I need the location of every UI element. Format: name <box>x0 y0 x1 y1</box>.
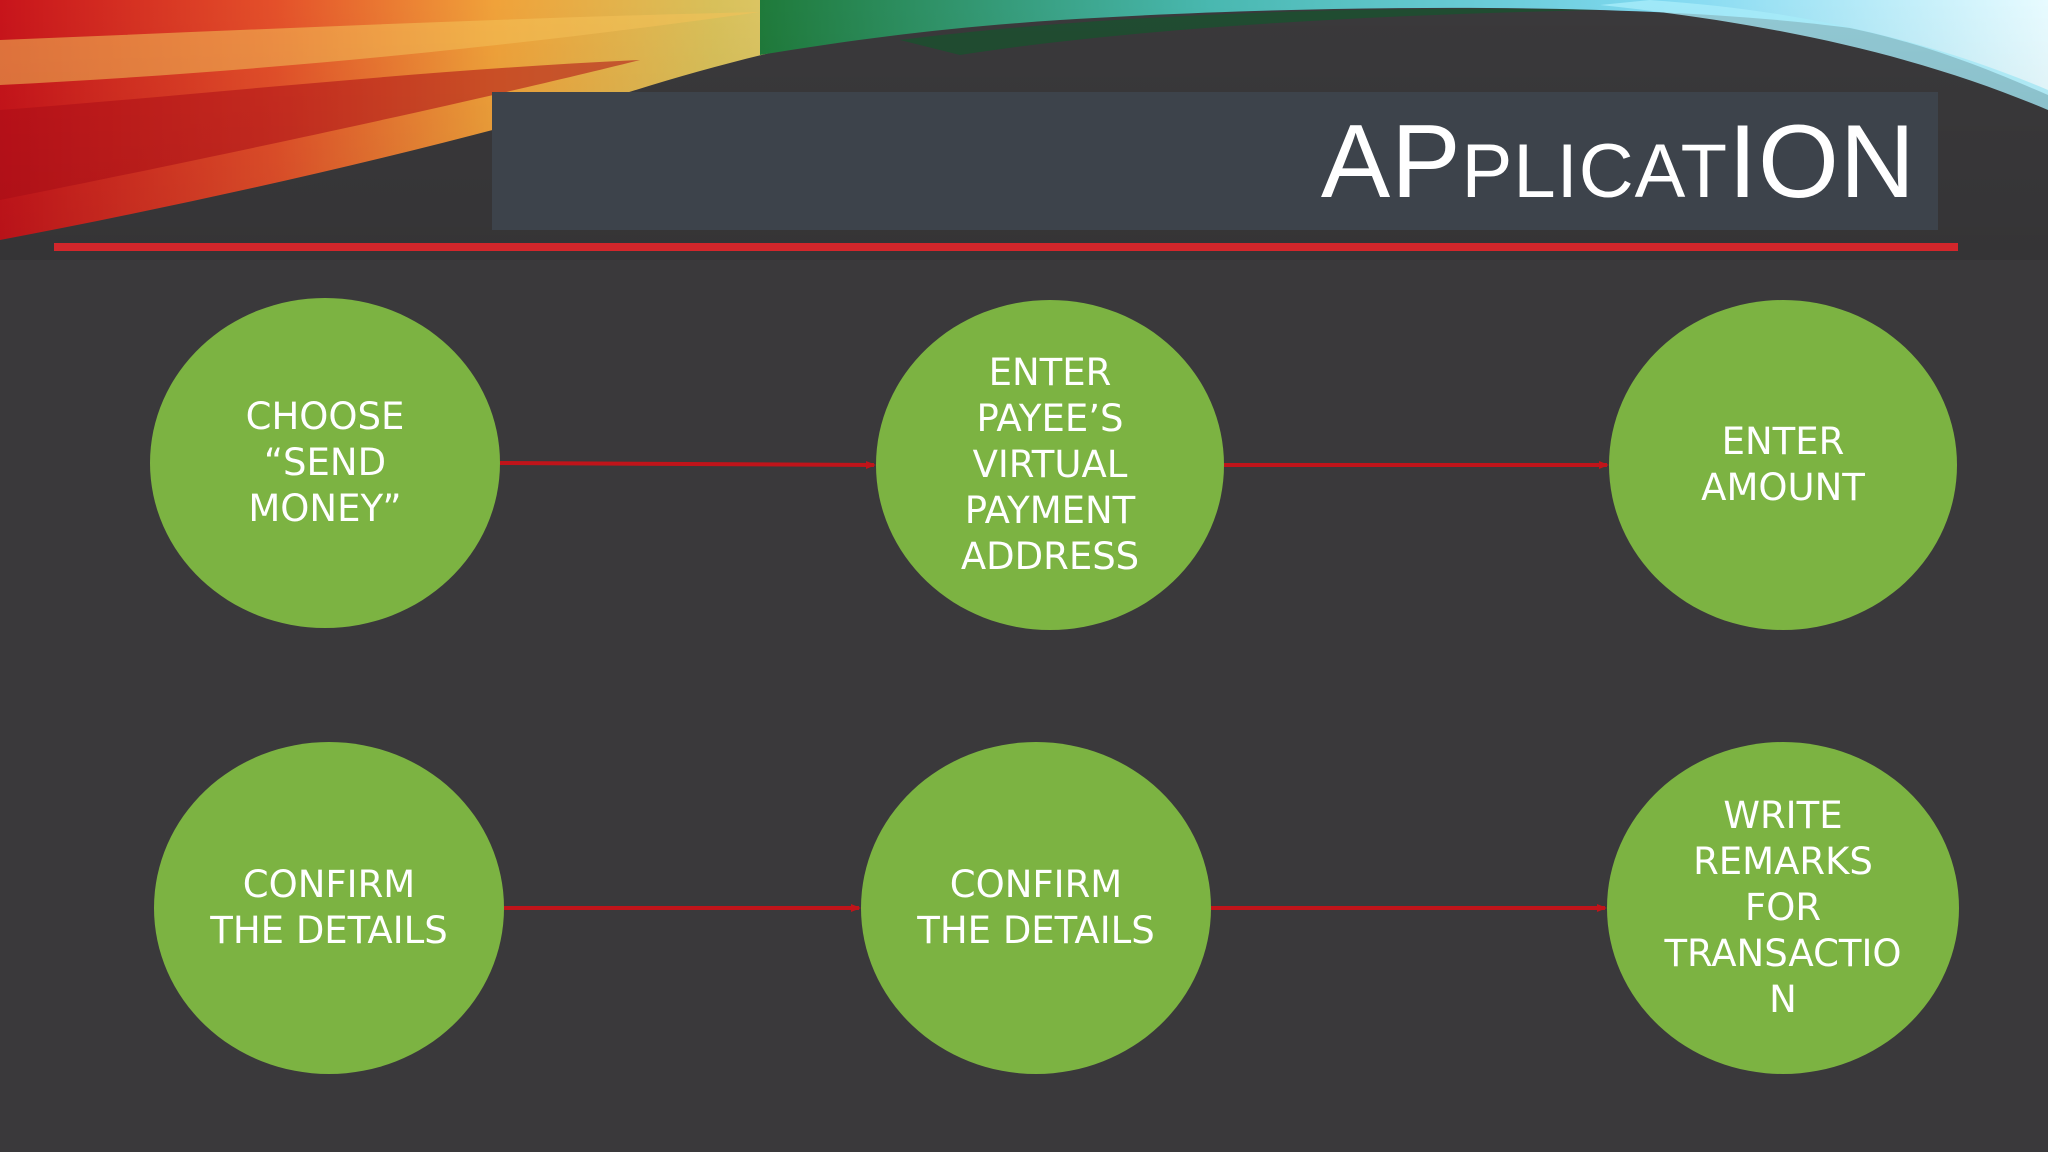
slide-title: APplicatION <box>1321 100 1916 225</box>
title-part-ion: ION <box>1728 104 1916 220</box>
title-part-p: P <box>1391 104 1462 220</box>
title-part-plicat: plicat <box>1461 129 1729 214</box>
flow-node-write-remarks: WRITE REMARKS FOR TRANSACTIO N <box>1607 742 1959 1074</box>
flow-arrow-choose-send-money-to-enter-payee-vpa <box>499 460 876 469</box>
title-part-a: A <box>1320 104 1392 220</box>
node-label: CONFIRM THE DETAILS <box>917 863 1155 952</box>
node-label: CHOOSE “SEND MONEY” <box>245 395 405 530</box>
flow-node-enter-amount: ENTER AMOUNT <box>1609 300 1957 630</box>
flow-node-enter-payee-vpa: ENTER PAYEE’S VIRTUAL PAYMENT ADDRESS <box>876 300 1224 630</box>
flow-node-confirm-details-1: CONFIRM THE DETAILS <box>154 742 504 1074</box>
title-bar: APplicatION <box>492 92 1938 230</box>
node-label: WRITE REMARKS FOR TRANSACTIO N <box>1664 794 1902 1021</box>
title-underline <box>54 243 1958 251</box>
node-label: ENTER PAYEE’S VIRTUAL PAYMENT ADDRESS <box>960 351 1140 578</box>
node-label: CONFIRM THE DETAILS <box>210 863 448 952</box>
flow-node-confirm-details-2: CONFIRM THE DETAILS <box>861 742 1211 1074</box>
flow-node-choose-send-money: CHOOSE “SEND MONEY” <box>150 298 500 628</box>
node-label: ENTER AMOUNT <box>1701 420 1865 509</box>
